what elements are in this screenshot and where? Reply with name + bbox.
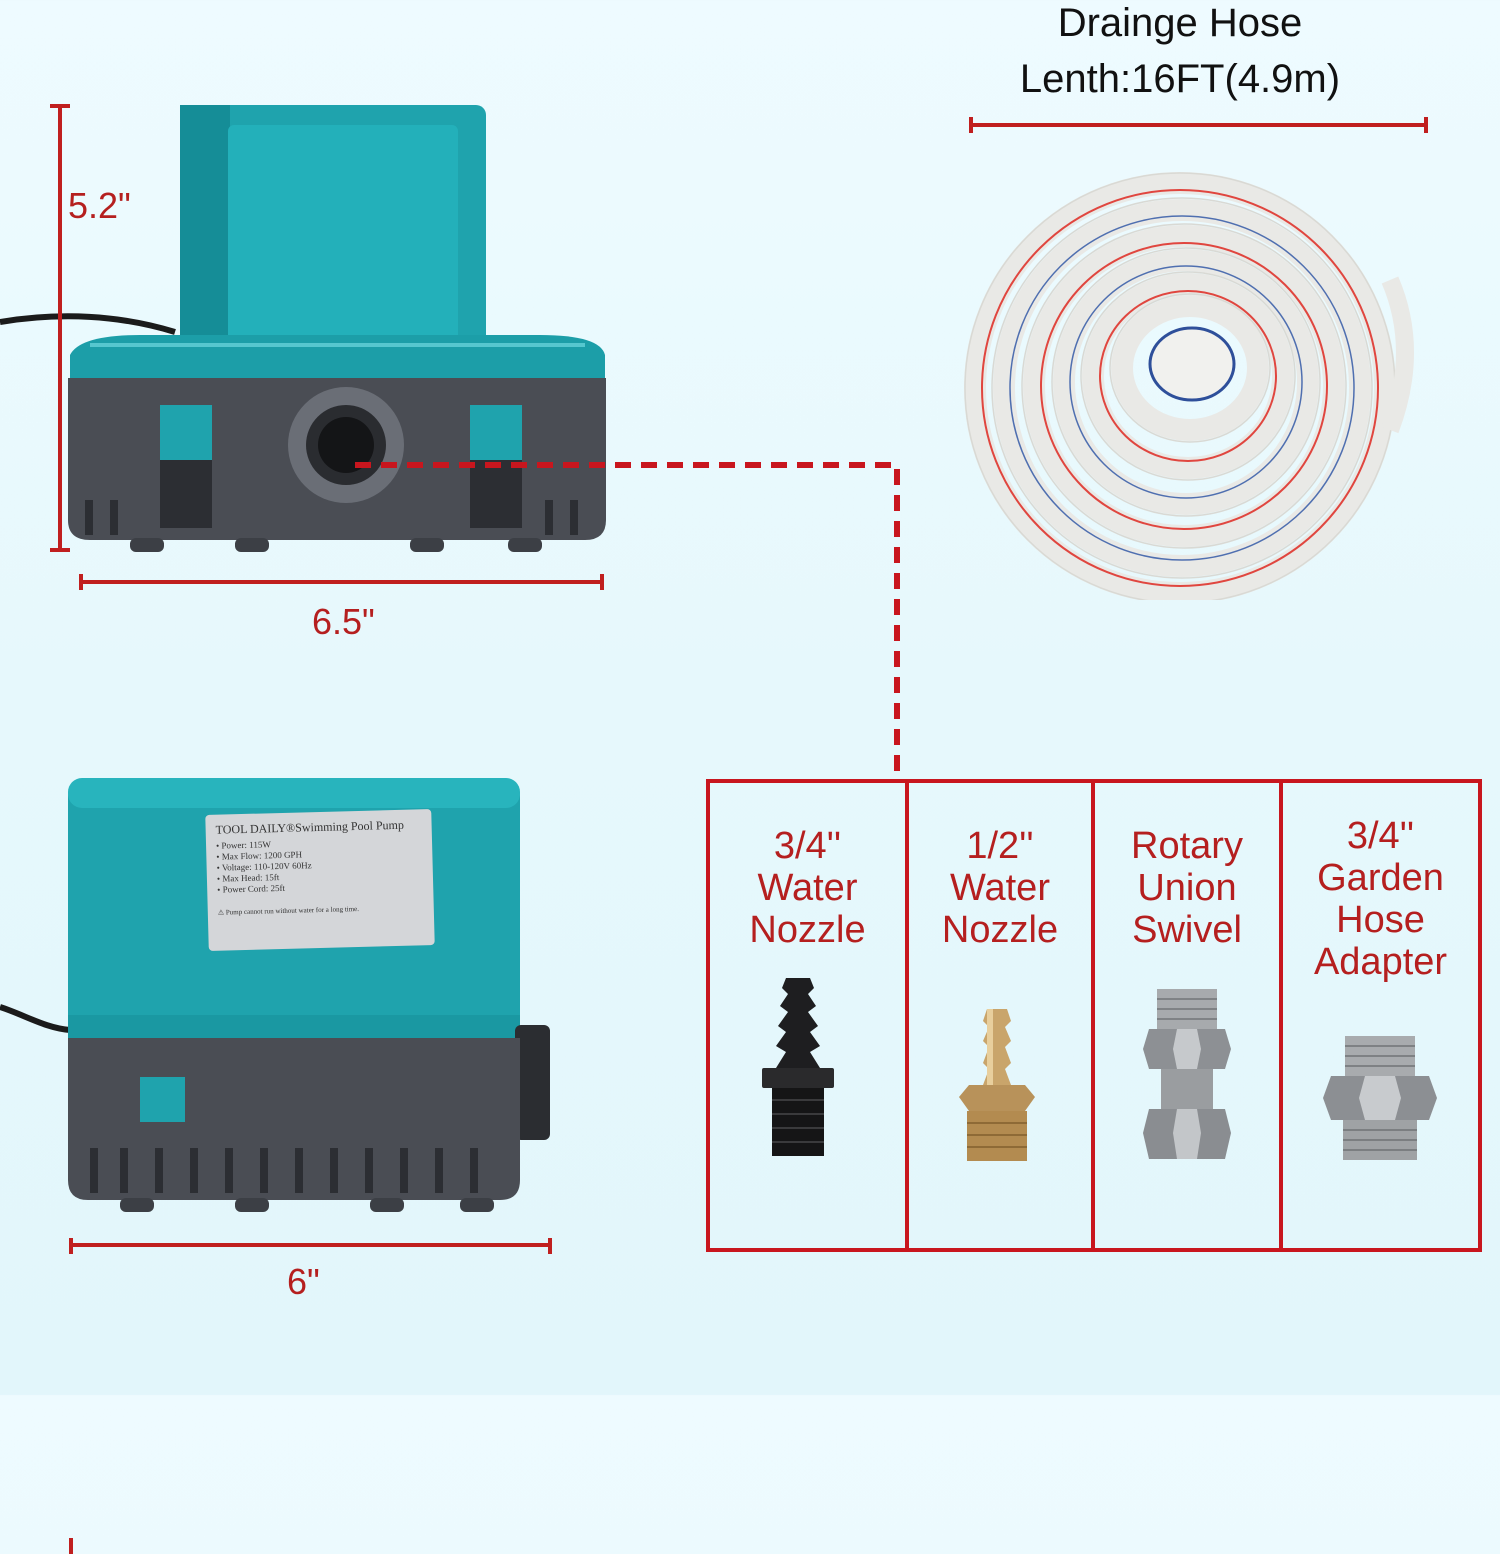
dashed-connector [355, 462, 900, 775]
height-measure-line [58, 104, 62, 550]
pump-spec-title: TOOL DAILY®Swimming Pool Pump [215, 817, 405, 837]
pump-spec-warning: ⚠ Pump cannot run without water for a lo… [217, 904, 360, 917]
hose-title-line2: Lenth:16FT(4.9m) [1019, 57, 1341, 101]
hose-tick-right [1424, 117, 1428, 133]
brass-barbed-nozzle-icon [959, 1009, 1035, 1161]
width-front-measure-line [80, 580, 602, 584]
accessories-panel: 3/4'' Water Nozzle 1/2'' Water Nozzle Ro… [706, 779, 1482, 1252]
width-front-label: 6.5" [312, 601, 375, 642]
divider [1091, 783, 1095, 1248]
divider [1279, 783, 1283, 1248]
width-side-tick-left [69, 1538, 73, 1554]
hose-title-line1: Drainge Hose [1057, 1, 1303, 45]
accessory-label: 3/4'' Garden Hose Adapter [1313, 815, 1448, 983]
hose-coil-image [960, 150, 1440, 600]
steel-swivel-icon [1143, 989, 1231, 1159]
width-side-tick-right [548, 1238, 552, 1254]
pump-spec-label: TOOL DAILY®Swimming Pool Pump • Power: 1… [205, 809, 435, 951]
accessory-cell-1: 3/4'' Water Nozzle [710, 783, 905, 1248]
height-label: 5.2" [68, 185, 131, 226]
hose-title: Drainge Hose Lenth:16FT(4.9m) [960, 0, 1400, 102]
accessory-label: 3/4'' Water Nozzle [749, 825, 866, 951]
black-barbed-nozzle-icon [762, 978, 834, 1156]
width-front-tick-right [600, 574, 604, 590]
divider [905, 783, 909, 1248]
hose-measure-line [970, 123, 1426, 127]
accessory-cell-2: 1/2'' Water Nozzle [909, 783, 1091, 1248]
width-side-label: 6" [287, 1261, 320, 1302]
steel-hose-adapter-icon [1323, 1036, 1437, 1160]
accessory-cell-3: Rotary Union Swivel [1095, 783, 1279, 1248]
accessory-label: 1/2'' Water Nozzle [941, 825, 1059, 951]
accessory-label: Rotary Union Swivel [1131, 825, 1243, 951]
pump-front-view [0, 100, 620, 560]
accessory-cell-4: 3/4'' Garden Hose Adapter [1283, 783, 1478, 1248]
width-side-measure-line [70, 1243, 551, 1247]
height-tick-bottom [50, 548, 70, 552]
